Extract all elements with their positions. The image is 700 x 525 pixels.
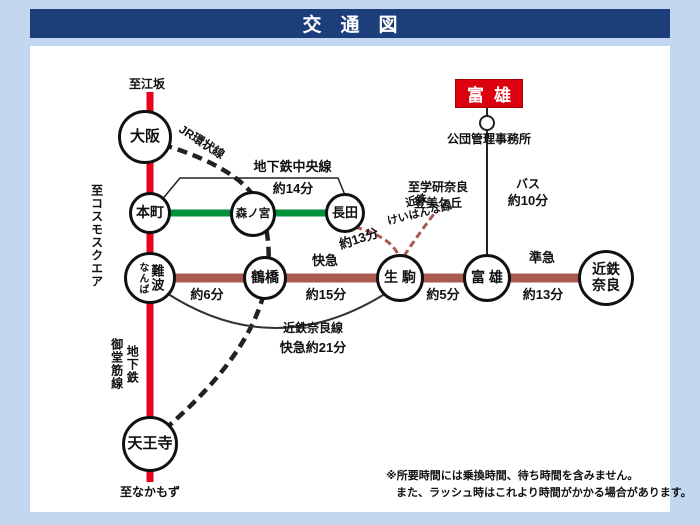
- label-junkyu: 準急: [528, 250, 555, 265]
- station-kintetsu-nara: 近鉄 奈良: [578, 250, 634, 306]
- label-nara-line: 近鉄奈良線: [282, 321, 343, 335]
- destination-highlight-tomio: 富雄: [455, 79, 523, 108]
- station-hommachi: 本町: [129, 192, 171, 234]
- label-chuo-time: 約14分: [272, 181, 314, 196]
- label-kaikyu-time: 約15分: [305, 287, 347, 302]
- label-to-gakken-nara: 至学研奈良 登美ケ丘: [407, 180, 468, 210]
- station-namba-kanji: 難波: [149, 264, 165, 292]
- label-to-nakamozu: 至なかもず: [119, 485, 180, 499]
- footnote-line2: また、ラッシュ時はこれより時間がかかる場合があります。: [396, 487, 692, 499]
- label-chuo-line: 地下鉄中央線: [253, 159, 332, 174]
- label-junkyu-time: 約13分: [522, 287, 564, 302]
- label-bus: バス: [515, 177, 540, 191]
- label-kaikyu: 快急: [311, 253, 338, 268]
- label-to-esaka: 至江坂: [128, 77, 165, 91]
- label-time-ikoma-tomio: 約5分: [426, 287, 460, 302]
- station-nagata: 長田: [325, 193, 365, 233]
- label-office: 公団管理事務所: [446, 132, 531, 146]
- destination-label: 富雄: [467, 86, 521, 105]
- station-namba: なんば 難波: [124, 252, 176, 304]
- label-bus-time: 約10分: [507, 193, 549, 208]
- label-nara-line-time: 快急約21分: [279, 340, 347, 355]
- station-tsuruhashi: 鶴橋: [243, 256, 287, 300]
- station-tomio: 富 雄: [463, 254, 511, 302]
- label-midosuji-subway: 地下鉄 御堂筋線: [109, 338, 140, 390]
- station-ikoma: 生 駒: [376, 254, 424, 302]
- page-title-bar: 交 通 図: [30, 9, 670, 38]
- station-morinomiya: 森ノ宮: [230, 191, 276, 237]
- station-namba-kana: なんば: [136, 261, 148, 295]
- station-tennoji: 天王寺: [122, 416, 178, 472]
- page-title: 交 通 図: [302, 15, 398, 36]
- label-to-cosmosquare: 至コスモスクエア: [89, 183, 104, 288]
- label-time-namba-tsuruhashi: 約6分: [190, 287, 224, 302]
- station-osaka: 大阪: [118, 110, 172, 164]
- station-namba-labels: なんば 難波: [136, 261, 165, 295]
- footnote-line1: ※所要時間には乗換時間、待ち時間を含みません。: [386, 470, 639, 482]
